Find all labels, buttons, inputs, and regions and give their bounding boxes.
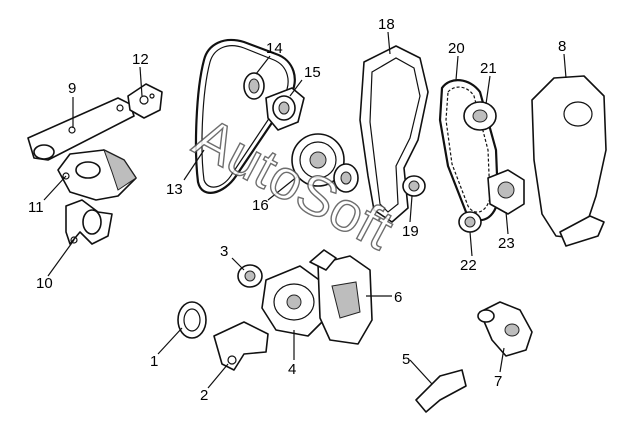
part-4-alternator	[261, 265, 327, 337]
callout-11: 11	[28, 199, 44, 216]
callout-5: 5	[402, 351, 410, 368]
callout-16: 16	[252, 197, 269, 214]
part-15-tensioner	[265, 87, 305, 131]
part-6-pump-assembly	[309, 249, 373, 345]
callout-12: 12	[132, 51, 149, 68]
callout-6: 6	[394, 289, 402, 306]
part-5-heat-shield	[415, 369, 467, 413]
callout-7: 7	[494, 373, 502, 390]
callout-10: 10	[36, 275, 53, 292]
part-19-idler-roller	[402, 175, 426, 197]
callout-1: 1	[150, 353, 158, 370]
part-7-thermostat-housing	[477, 301, 533, 357]
part-21-cam-pulley	[463, 101, 497, 131]
callout-23: 23	[498, 235, 515, 252]
callout-19: 19	[402, 223, 419, 240]
part-22-idler	[458, 211, 482, 233]
part-9-bracket-arm	[27, 97, 135, 161]
part-11-engine-mount	[57, 148, 137, 201]
callout-2: 2	[200, 387, 208, 404]
part-13-drive-belt	[194, 38, 296, 194]
callout-15: 15	[304, 64, 321, 81]
leader-lines	[43, 31, 567, 389]
part-1-pulley	[177, 301, 207, 339]
part-2-bracket	[213, 321, 269, 371]
callout-3: 3	[220, 243, 228, 260]
callout-14: 14	[266, 40, 283, 57]
callout-labels: 9 12 11 10 13 14 15 16 18 19 20 21 22 23…	[28, 16, 566, 404]
callout-22: 22	[460, 257, 477, 274]
part-23-pump-gear	[487, 169, 525, 215]
part-12-small-bracket	[127, 83, 163, 119]
callout-9: 9	[68, 80, 76, 97]
callout-21: 21	[480, 60, 497, 77]
callout-13: 13	[166, 181, 183, 198]
callout-4: 4	[288, 361, 296, 378]
callout-18: 18	[378, 16, 395, 33]
part-14-idler-pulley	[243, 72, 265, 100]
part-3-spacer	[237, 264, 263, 288]
callout-20: 20	[448, 40, 465, 57]
part-10-lower-mount	[65, 199, 113, 245]
part-16-crank-pulley	[291, 133, 359, 193]
part-8-outer-cover	[531, 75, 607, 247]
callout-8: 8	[558, 38, 566, 55]
